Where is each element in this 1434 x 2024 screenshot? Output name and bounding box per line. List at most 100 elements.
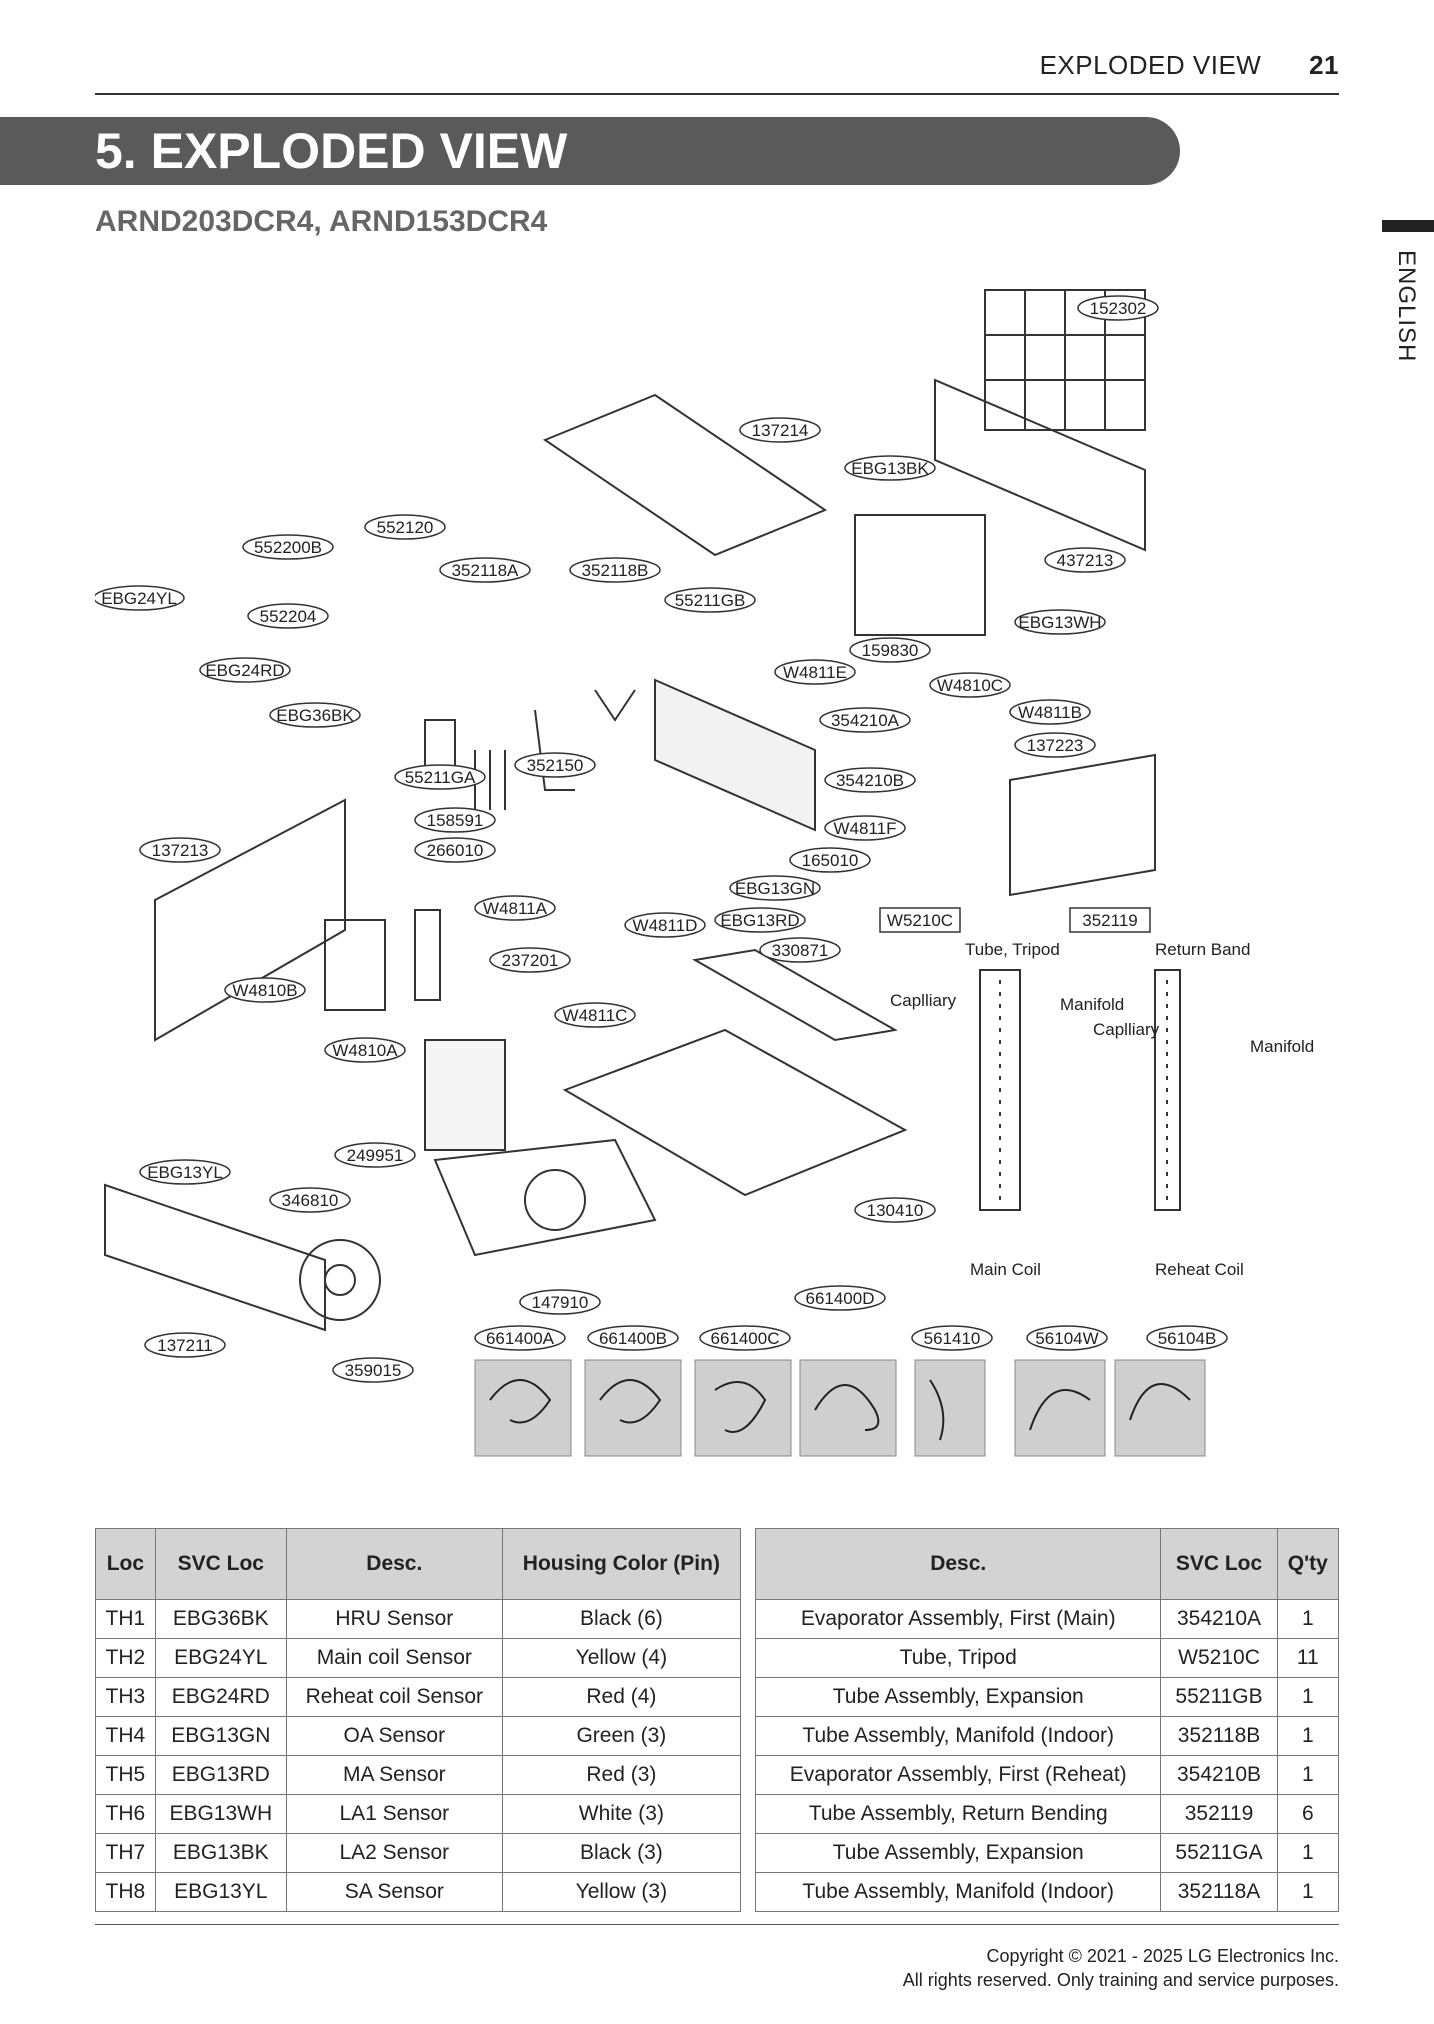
header-rule bbox=[95, 93, 1339, 95]
parts-table-body: Evaporator Assembly, First (Main)354210A… bbox=[754, 1599, 1340, 1912]
callout-bubble bbox=[774, 659, 856, 685]
callout-bubble bbox=[759, 937, 841, 963]
sensor-cell: TH3 bbox=[95, 1677, 156, 1717]
callout-bubble bbox=[332, 1357, 414, 1383]
callout-label: EBG13GN bbox=[735, 879, 815, 898]
sensor-header-cell: SVC Loc bbox=[154, 1528, 287, 1600]
callout-bubble bbox=[739, 417, 821, 443]
coil-labels: Tube, Tripod Return Band Caplliary Manif… bbox=[890, 940, 1314, 1279]
callout-bubble bbox=[624, 912, 706, 938]
callout-346810: 346810 bbox=[269, 1187, 351, 1213]
callout-label: 552200B bbox=[254, 538, 322, 557]
callout-152302: 152302 bbox=[1077, 295, 1159, 321]
callout-137213: 137213 bbox=[139, 837, 221, 863]
callout-bubble bbox=[699, 1325, 791, 1351]
callout-label: 55211GA bbox=[405, 768, 476, 787]
callout-label: 437213 bbox=[1057, 551, 1114, 570]
callout-bubble bbox=[247, 603, 329, 629]
section-banner: 5. EXPLODED VIEW bbox=[0, 117, 1180, 185]
table-row: Evaporator Assembly, First (Main)354210A… bbox=[754, 1599, 1340, 1639]
callout-249951: 249951 bbox=[334, 1142, 416, 1168]
parts-cell: 11 bbox=[1276, 1638, 1340, 1678]
parts-header-cell: Q'ty bbox=[1276, 1528, 1340, 1600]
sensor-cell: Green (3) bbox=[501, 1716, 742, 1756]
sensor-cell: TH7 bbox=[95, 1833, 156, 1873]
callout-bubble bbox=[394, 764, 486, 790]
callout-266010: 266010 bbox=[414, 837, 496, 863]
sensor-cell: TH2 bbox=[95, 1638, 156, 1678]
callout-330871: 330871 bbox=[759, 937, 841, 963]
callout-bubble bbox=[269, 1187, 351, 1213]
parts-cell: Tube, Tripod bbox=[754, 1638, 1162, 1678]
callout-237201: 237201 bbox=[489, 947, 571, 973]
callout-label: 137213 bbox=[152, 841, 209, 860]
sensor-cell: TH8 bbox=[95, 1872, 156, 1912]
callout-label: 249951 bbox=[347, 1146, 404, 1165]
callout-label: EBG13YL bbox=[147, 1163, 223, 1182]
callout-label: 359015 bbox=[345, 1361, 402, 1380]
callout-352118b: 352118B bbox=[569, 557, 661, 583]
callout-label: 661400B bbox=[599, 1329, 667, 1348]
running-header: EXPLODED VIEW 21 bbox=[1040, 50, 1339, 81]
sensor-cell: TH4 bbox=[95, 1716, 156, 1756]
sensor-cell: Yellow (4) bbox=[501, 1638, 742, 1678]
callout-w4810c: W4810C bbox=[929, 672, 1011, 698]
sensor-header-cell: Loc bbox=[95, 1528, 156, 1600]
parts-cell: 354210B bbox=[1160, 1755, 1278, 1795]
capillary-label-2: Caplliary bbox=[1093, 1020, 1160, 1039]
callout-w4811e: W4811E bbox=[774, 659, 856, 685]
callout-661400c: 661400C bbox=[699, 1325, 791, 1351]
callout-552120: 552120 bbox=[364, 514, 446, 540]
sensor-cell: LA1 Sensor bbox=[285, 1794, 503, 1834]
sensor-cell: Black (6) bbox=[501, 1599, 742, 1639]
sensor-cell: Yellow (3) bbox=[501, 1872, 742, 1912]
parts-cell: 352118A bbox=[1160, 1872, 1278, 1912]
callout-label: EBG24YL bbox=[101, 589, 177, 608]
callout-bubble bbox=[519, 1289, 601, 1315]
callout-bubble bbox=[414, 837, 496, 863]
callout-bubble bbox=[1014, 732, 1096, 758]
callout-bubble bbox=[514, 752, 596, 778]
callout-bubble bbox=[824, 767, 916, 793]
callout-label: W4810A bbox=[332, 1041, 398, 1060]
sensor-cell: Red (4) bbox=[501, 1677, 742, 1717]
callout-label: 352119 bbox=[1082, 911, 1137, 930]
callout-label: EBG13RD bbox=[720, 911, 799, 930]
callout-bubble bbox=[554, 1002, 636, 1028]
parts-cell: 352119 bbox=[1160, 1794, 1278, 1834]
side-tab-marker bbox=[1382, 220, 1434, 232]
parts-cell: 1 bbox=[1276, 1872, 1340, 1912]
callout-bubble bbox=[242, 534, 334, 560]
parts-cell: 1 bbox=[1276, 1677, 1340, 1717]
callout-label: W4811D bbox=[633, 916, 698, 935]
callout-bubble bbox=[824, 815, 906, 841]
callout-w4811b: W4811B bbox=[1009, 699, 1091, 725]
sensor-cell: EBG13BK bbox=[154, 1833, 287, 1873]
callout-label: 352118B bbox=[582, 561, 649, 580]
callout-label: W4811E bbox=[783, 663, 847, 682]
callout-55211gb: 55211GB bbox=[664, 587, 756, 613]
callout-bubble bbox=[269, 702, 361, 728]
callout-561410: 561410 bbox=[911, 1325, 993, 1351]
callout-bubble bbox=[1069, 907, 1151, 933]
callout-ebg13yl: EBG13YL bbox=[139, 1159, 231, 1185]
sensor-cell: MA Sensor bbox=[285, 1755, 503, 1795]
callout-label: 56104W bbox=[1035, 1329, 1098, 1348]
callout-label: W5210C bbox=[887, 911, 953, 930]
parts-cell: Evaporator Assembly, First (Main) bbox=[754, 1599, 1162, 1639]
callout-layer: 152302137214EBG13BK437213552120552200B35… bbox=[95, 295, 1228, 1383]
callout-bubble bbox=[324, 1037, 406, 1063]
callout-ebg36bk: EBG36BK bbox=[269, 702, 361, 728]
copyright-line-1: Copyright © 2021 - 2025 LG Electronics I… bbox=[986, 1946, 1339, 1966]
callout-label: 55211GB bbox=[675, 591, 746, 610]
callout-147910: 147910 bbox=[519, 1289, 601, 1315]
